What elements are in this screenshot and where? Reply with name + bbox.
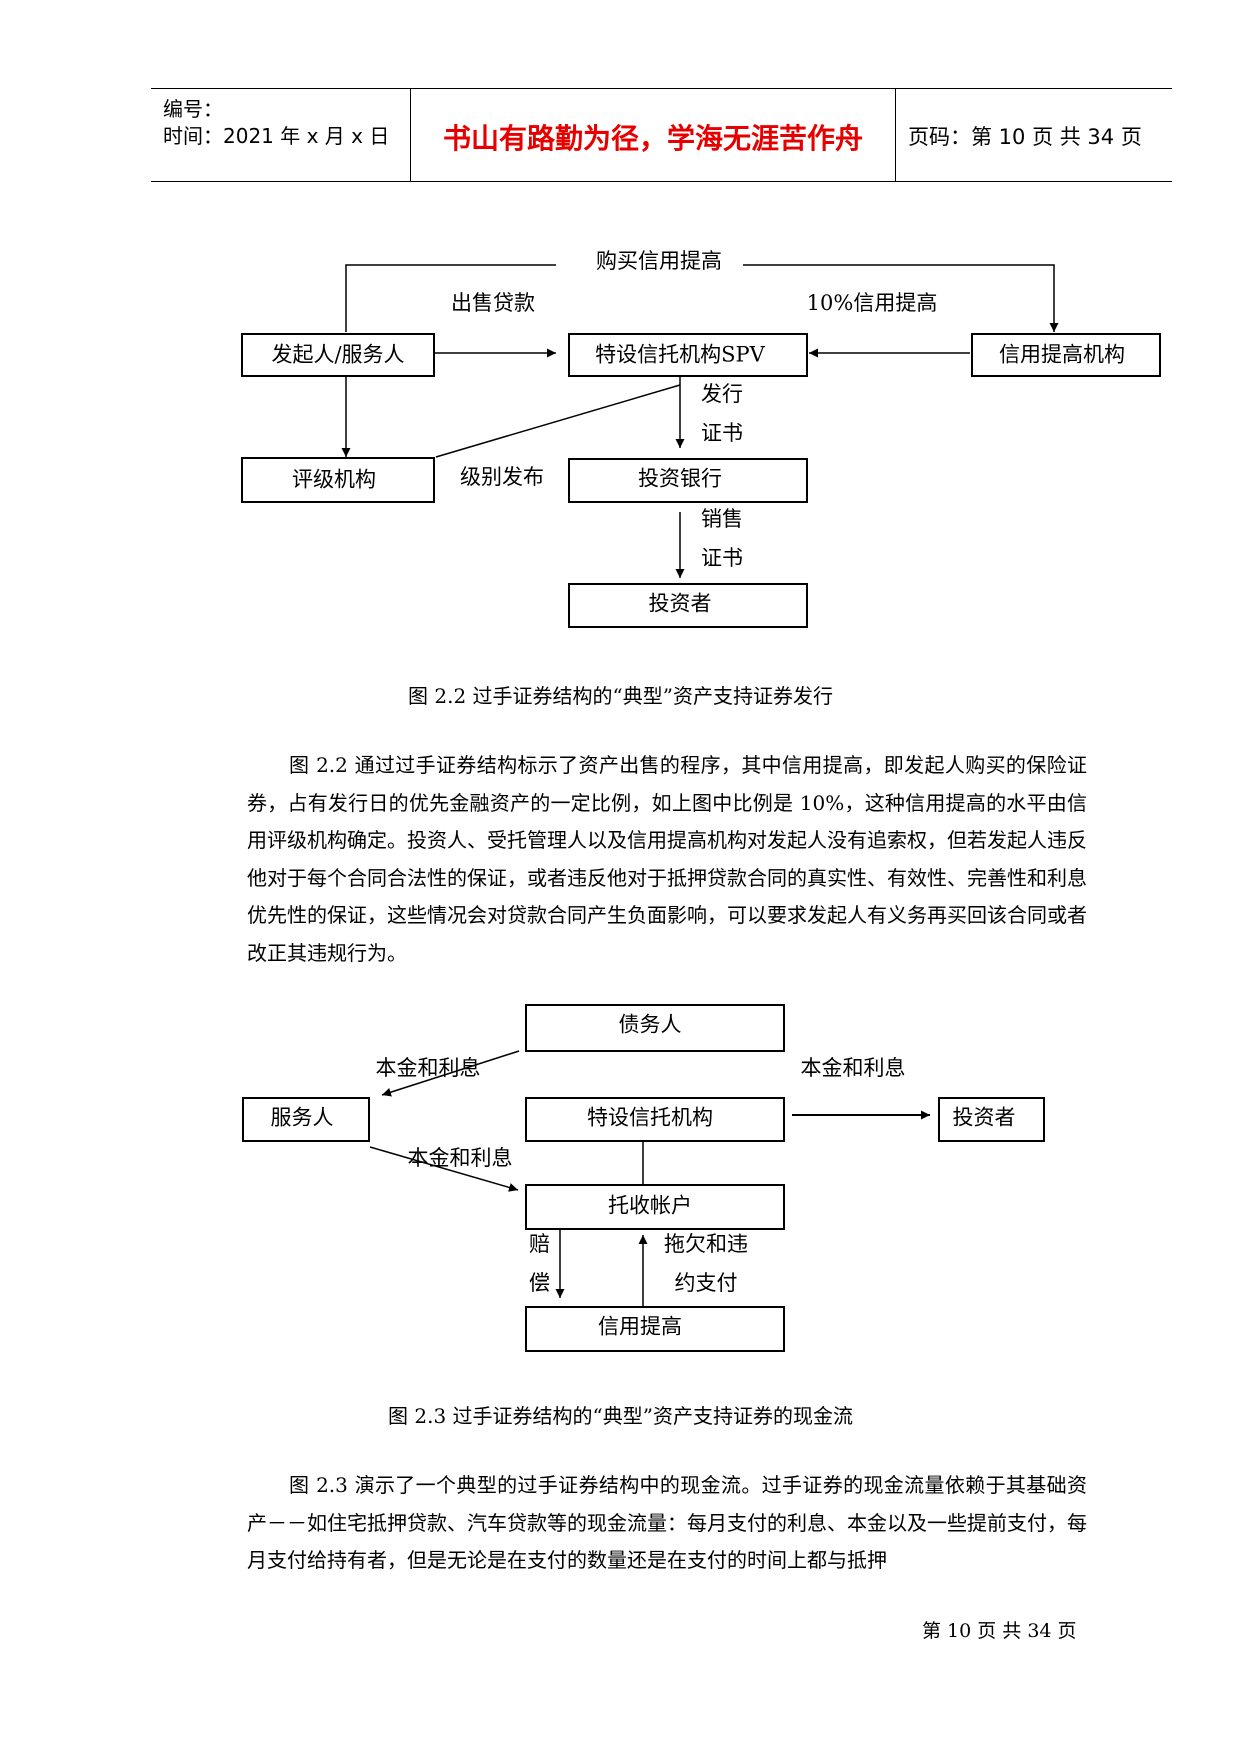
label-ten-percent-credit: 10%信用提高 [807,291,938,315]
node-spv [568,333,808,377]
label-sell-2: 证书 [701,546,743,570]
node-investors [568,583,808,628]
label-default-1: 拖欠和违 [664,1232,748,1256]
arrow-debtor-to-servicer [381,1050,520,1097]
node-rating-agency-label: 评级机构 [292,468,376,492]
node-collection-account [525,1184,785,1230]
arrow-buy-credit-enhancement [743,264,1059,332]
node-credit-enhancer [971,333,1161,377]
node-credit-enhancement [525,1306,785,1352]
node-servicer-label: 服务人 [271,1106,334,1130]
node-originator [241,333,435,377]
node-servicer [242,1097,370,1142]
node-investors-label: 投资者 [649,592,712,616]
header-middle-cell: 书山有路勤为径，学海无涯苦作舟 [411,89,896,181]
node-originator-label: 发起人/服务人 [271,343,404,367]
label-issue-2: 证书 [701,421,743,445]
body-paragraph-2: 图 2.3 演示了一个典型的过手证券结构中的现金流。过手证券的现金流量依赖于其基… [247,1473,1087,1572]
label-sell-1: 销售 [701,507,743,531]
figure-2-2-diagram: 购买信用提高 出售贷款 10%信用提高 发起人/服务人 特设信托机构SPV 信用… [241,249,1161,628]
node-credit-enhancer-label: 信用提高机构 [999,343,1125,367]
document-number-label: 编号： [163,97,223,121]
label-rating-publish: 级别发布 [460,465,544,489]
header-page-info: 页码：第 10 页 共 34 页 [908,125,1142,149]
label-compensation-2: 偿 [529,1271,550,1295]
figure-2-3-caption: 图 2.3 过手证券结构的“典型”资产支持证券的现金流 [388,1404,853,1428]
line-originator-up [345,264,556,332]
label-issue-1: 发行 [701,382,743,406]
body-paragraph-1: 图 2.2 通过过手证券结构标示了资产出售的程序，其中信用提高，即发起人购买的保… [247,753,1087,965]
page-header: 编号： 时间：2021 年 x 月 x 日 书山有路勤为径，学海无涯苦作舟 页码… [151,88,1172,182]
header-right-cell: 页码：第 10 页 共 34 页 [896,89,1172,181]
line-spv-rating [435,384,681,458]
node-debtor [525,1004,785,1052]
label-compensation-1: 赔 [529,1232,550,1256]
node-investors-2-label: 投资者 [953,1106,1016,1130]
node-spv-label: 特设信托机构SPV [595,343,766,367]
node-investors-2 [938,1097,1045,1142]
page-footer: 第 10 页 共 34 页 [922,1620,1077,1642]
header-left-cell: 编号： 时间：2021 年 x 月 x 日 [151,89,411,181]
label-principal-interest-3: 本金和利息 [408,1146,513,1170]
figure-2-2-caption: 图 2.2 过手证券结构的“典型”资产支持证券发行 [408,684,833,708]
label-sell-loans: 出售贷款 [451,291,535,315]
node-credit-enhancement-label: 信用提高 [598,1315,682,1339]
node-rating-agency [241,457,435,503]
node-trust-label: 特设信托机构 [587,1106,713,1130]
label-principal-interest-1: 本金和利息 [376,1056,481,1080]
label-default-2: 约支付 [675,1271,738,1295]
node-investment-bank [568,458,808,503]
node-trust [525,1097,785,1142]
label-principal-interest-2: 本金和利息 [801,1056,906,1080]
figure-2-3-diagram: 债务人 本金和利息 本金和利息 服务人 特设信托机构 投资者 本金和利息 托收帐… [242,1004,1045,1352]
label-buy-credit-enhancement: 购买信用提高 [596,249,722,273]
node-collection-account-label: 托收帐户 [608,1194,692,1218]
header-motto: 书山有路勤为径，学海无涯苦作舟 [442,122,863,155]
document-time-label: 时间：2021 年 x 月 x 日 [163,124,390,148]
arrow-servicer-to-account [369,1146,519,1192]
node-debtor-label: 债务人 [619,1013,682,1037]
node-investment-bank-label: 投资银行 [638,467,722,491]
